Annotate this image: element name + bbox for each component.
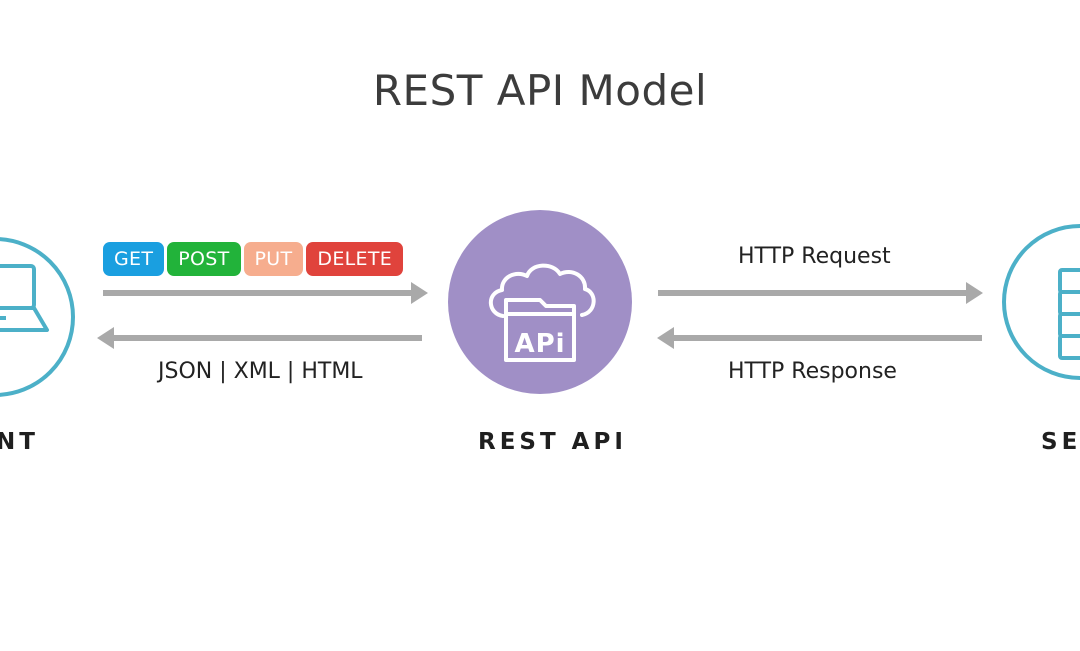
http-request-label: HTTP Request [738, 244, 891, 269]
method-get-badge: GET [103, 242, 165, 276]
client-node-label: NT [0, 429, 39, 455]
client-node-ring [0, 237, 75, 397]
api-icon-text: APi [514, 329, 565, 359]
http-response-label: HTTP Response [728, 359, 897, 384]
server-node-label: SE [1041, 429, 1080, 455]
api-node-label: REST API [478, 429, 627, 455]
arrow-server-to-api [657, 327, 982, 349]
arrow-client-to-api [103, 282, 428, 304]
server-node-ring [1002, 224, 1080, 380]
api-cloud-icon [488, 263, 596, 362]
diagram-title: REST API Model [372, 66, 708, 115]
http-methods: GET POST PUT DELETE [103, 242, 404, 276]
server-icon [1058, 268, 1080, 360]
method-post-badge: POST [167, 242, 241, 276]
arrow-api-to-server [658, 282, 983, 304]
laptop-icon [0, 264, 49, 332]
method-put-badge: PUT [243, 242, 304, 276]
method-delete-badge: DELETE [306, 242, 404, 276]
response-formats-label: JSON | XML | HTML [158, 359, 363, 384]
arrow-api-to-client [97, 327, 422, 349]
